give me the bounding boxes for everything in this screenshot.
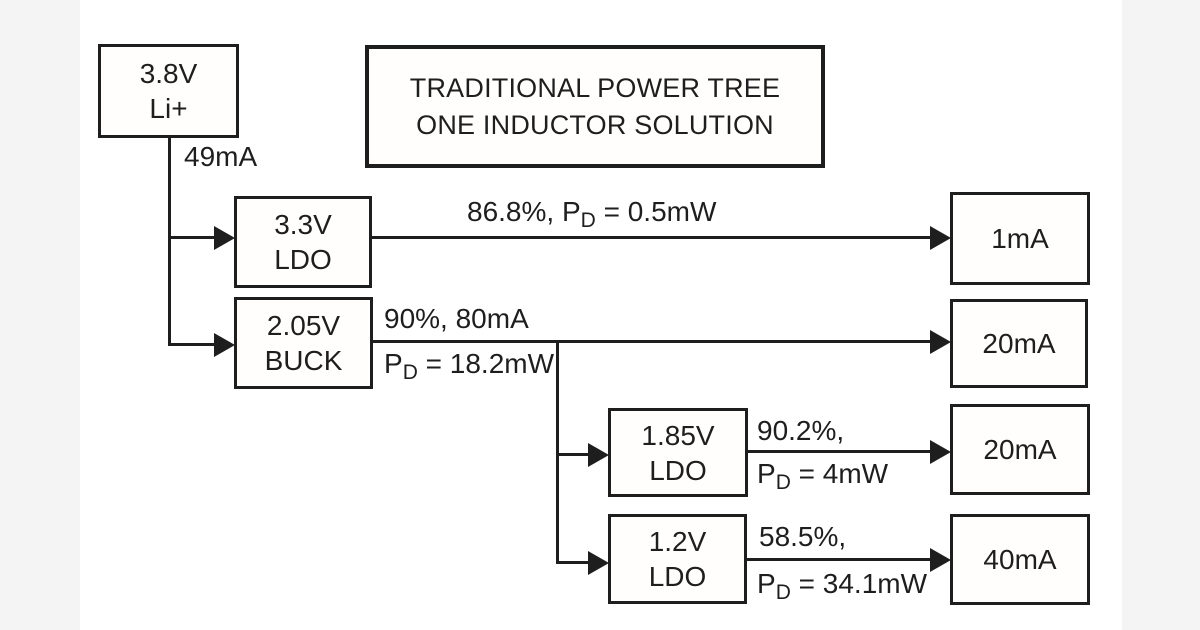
connector-to-ldo33 bbox=[168, 236, 216, 239]
node-ldo-3v3-type: LDO bbox=[274, 244, 332, 275]
arrow-right-icon bbox=[930, 440, 951, 464]
connector-ldo12-to-load bbox=[745, 558, 932, 561]
arrow-right-icon bbox=[930, 548, 951, 572]
node-battery-chemistry: Li+ bbox=[149, 93, 188, 124]
node-load-20ma-ldo-label: 20mA bbox=[983, 434, 1057, 465]
label-ldo12-efficiency: 58.5%, bbox=[759, 521, 847, 552]
arrow-right-icon bbox=[214, 333, 235, 357]
node-load-1ma: 1mA bbox=[950, 192, 1090, 285]
node-ldo-3v3: 3.3V LDO bbox=[234, 196, 372, 288]
arrow-right-icon bbox=[930, 226, 951, 250]
label-ldo185-dissipation: PD = 4mW bbox=[757, 458, 889, 495]
arrow-right-icon bbox=[588, 551, 609, 575]
left-margin-strip bbox=[0, 0, 80, 630]
node-ldo-1v2-voltage: 1.2V bbox=[648, 526, 707, 557]
connector-to-ldo12 bbox=[556, 561, 590, 564]
node-ldo-1v2-type: LDO bbox=[648, 561, 707, 592]
node-ldo-1v85-type: LDO bbox=[649, 454, 707, 486]
connector-source-trunk bbox=[168, 137, 171, 346]
diagram-title-line2: ONE INDUCTOR SOLUTION bbox=[416, 109, 774, 140]
node-load-40ma: 40mA bbox=[950, 514, 1090, 605]
arrow-right-icon bbox=[588, 443, 609, 467]
label-ldo33-efficiency: 86.8%, PD = 0.5mW bbox=[467, 196, 717, 233]
node-ldo-1v85: 1.85V LDO bbox=[608, 408, 748, 497]
node-ldo-1v2: 1.2V LDO bbox=[608, 514, 747, 604]
node-ldo-1v85-voltage: 1.85V bbox=[641, 419, 715, 451]
diagram-title-box: TRADITIONAL POWER TREE ONE INDUCTOR SOLU… bbox=[365, 45, 825, 168]
diagram-title-line1: TRADITIONAL POWER TREE bbox=[409, 72, 781, 103]
node-buck-2v05-voltage: 2.05V bbox=[266, 310, 341, 341]
label-buck-dissipation: PD = 18.2mW bbox=[384, 348, 555, 385]
connector-buck-branch bbox=[556, 340, 559, 564]
node-load-20ma-buck-label: 20mA bbox=[982, 328, 1056, 359]
connector-buck-to-load bbox=[372, 340, 932, 343]
arrow-right-icon bbox=[214, 226, 235, 250]
connector-to-ldo185 bbox=[556, 453, 590, 456]
node-buck-2v05: 2.05V BUCK bbox=[234, 297, 373, 389]
node-battery-source: 3.8V Li+ bbox=[98, 44, 239, 138]
node-load-1ma-label: 1mA bbox=[991, 223, 1049, 254]
connector-ldo33-to-load bbox=[371, 236, 932, 239]
connector-to-buck bbox=[168, 343, 216, 346]
label-buck-efficiency: 90%, 80mA bbox=[384, 303, 529, 334]
arrow-right-icon bbox=[930, 330, 951, 354]
node-battery-voltage: 3.8V bbox=[139, 58, 198, 89]
node-buck-2v05-type: BUCK bbox=[264, 345, 343, 376]
connector-ldo185-to-load bbox=[746, 450, 932, 453]
label-source-current: 49mA bbox=[184, 141, 258, 172]
node-load-40ma-label: 40mA bbox=[983, 544, 1057, 575]
node-load-20ma-ldo: 20mA bbox=[950, 404, 1090, 495]
right-margin-strip bbox=[1122, 0, 1200, 630]
node-load-20ma-buck: 20mA bbox=[950, 299, 1088, 388]
node-ldo-3v3-voltage: 3.3V bbox=[274, 209, 332, 240]
label-ldo12-dissipation: PD = 34.1mW bbox=[757, 568, 928, 605]
label-ldo185-efficiency: 90.2%, bbox=[757, 415, 845, 446]
